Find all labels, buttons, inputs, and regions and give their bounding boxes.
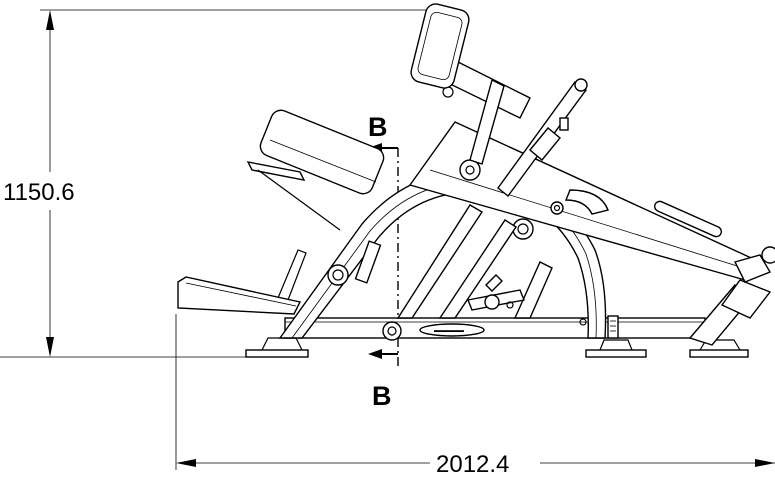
length-arrow-right	[755, 459, 775, 467]
seat-adjust-bracket	[354, 240, 382, 284]
foot-middle	[585, 349, 647, 358]
rear-handle	[733, 246, 775, 283]
height-arrow-bottom	[46, 337, 54, 357]
handle-post	[497, 78, 588, 198]
bench-machine: ▬▬▬▬▬	[177, 3, 775, 358]
upper-pad-body	[410, 3, 470, 89]
brand-plate-lettering: ▬▬▬▬▬	[434, 328, 464, 334]
upper-pad-inner	[417, 11, 463, 81]
rear-legs	[688, 279, 772, 346]
section-label-top: B	[368, 112, 388, 142]
rear-leg-joint	[720, 279, 772, 319]
foot-pad	[177, 249, 307, 315]
foot-pad-bracket	[277, 249, 307, 301]
base-rail: ▬▬▬▬▬	[284, 315, 706, 341]
beam-clamp	[564, 189, 609, 215]
base-pivot-inner	[387, 326, 397, 336]
back-pad-seam	[269, 139, 377, 183]
handle-cap	[574, 78, 588, 92]
handle-collar	[529, 127, 561, 161]
strut-front	[396, 204, 483, 319]
height-dimension-value: 1150.6	[3, 179, 75, 206]
rear-handle-knob	[761, 246, 775, 264]
pad-support-stop	[559, 117, 569, 131]
base-rail-body	[284, 317, 706, 339]
foot-left-bracket	[261, 337, 303, 351]
back-pad-bracket	[246, 161, 306, 181]
lever-assembly	[467, 274, 525, 311]
height-dimension: 1150.6	[0, 9, 435, 358]
beam-label-plate	[653, 200, 723, 238]
arch-frame	[278, 171, 607, 339]
strut-middle	[438, 219, 517, 319]
base-bolt-right	[579, 318, 587, 326]
height-arrow-top	[46, 10, 54, 30]
lever-tab	[485, 274, 503, 292]
strut-rear	[513, 261, 553, 319]
foot-right-bracket	[699, 339, 741, 351]
upper-beam	[408, 121, 762, 281]
length-dimension-value: 2012.4	[436, 451, 509, 478]
brand-plate	[419, 323, 485, 337]
upper-pad	[410, 3, 470, 89]
length-arrow-left	[176, 459, 196, 467]
arch-pivot-right-inner	[517, 223, 529, 235]
base-pivot-outer	[382, 321, 402, 341]
beam-pop-pin-outer	[550, 201, 564, 215]
lever-bolt	[506, 301, 514, 309]
lever-knob	[484, 294, 500, 310]
foot-middle-bracket	[599, 339, 633, 351]
foot-pad-seam	[185, 282, 297, 307]
arch-pivot-left-inner	[332, 269, 344, 281]
arch-pivot-right-outer	[512, 218, 534, 240]
foot-pad-body	[177, 276, 302, 315]
length-dimension: 2012.4	[175, 314, 775, 478]
main-beam-line	[429, 169, 751, 271]
section-label-bottom: B	[372, 381, 392, 411]
floor-feet	[245, 337, 749, 358]
rear-handle-block	[733, 254, 772, 283]
foot-right	[689, 349, 749, 358]
pad-support-column	[469, 78, 505, 165]
section-arrow-bottom-head	[368, 349, 382, 359]
inner-struts	[354, 204, 553, 319]
back-pad	[246, 109, 385, 231]
adjust-pin-block	[607, 315, 619, 339]
foot-left	[245, 349, 309, 358]
arch-pivot-left-outer	[327, 264, 349, 286]
back-pad-support	[257, 169, 341, 231]
beam-pop-pin-inner	[553, 204, 561, 212]
beam-hub-inner	[465, 165, 475, 175]
